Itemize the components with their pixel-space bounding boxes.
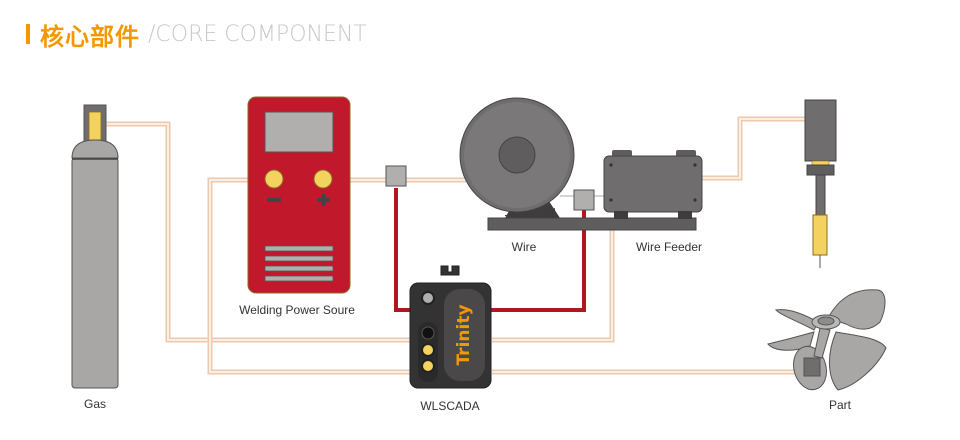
hose-scada-to-feeder (492, 226, 615, 343)
cable-scada-to-feeder (490, 210, 586, 312)
hose-feeder-to-torch (700, 116, 806, 181)
base-plate (487, 217, 697, 231)
reel-hub (498, 136, 536, 174)
wire-junction-box (573, 189, 595, 211)
wire-reel (459, 97, 575, 218)
wire-feeder-label: Wire Feeder (636, 240, 702, 254)
welding-torch (804, 99, 837, 268)
power-source-label: Welding Power Soure (239, 303, 355, 317)
brand-logo: Trinity (454, 304, 474, 365)
junction-box (385, 165, 407, 187)
gas-label: Gas (84, 397, 106, 411)
wlscada-device: Trinity (409, 265, 492, 389)
torch-nozzle (812, 214, 828, 256)
part-propeller (767, 289, 887, 391)
wire-feeder (603, 150, 703, 219)
accent-bar (26, 24, 30, 44)
section-title-en: /CORE COMPONENT (148, 21, 367, 47)
power-cables (394, 188, 586, 312)
scada-port-2 (421, 359, 435, 373)
cable-junction-to-scada (394, 188, 412, 312)
terminal-plus (313, 169, 333, 189)
section-title-cn: 核心部件 (40, 22, 140, 51)
welding-power-source (247, 96, 351, 294)
minus-icon (267, 198, 281, 202)
cylinder-body (71, 157, 119, 389)
wlscada-label: WLSCADA (420, 399, 479, 413)
wire-label: Wire (512, 240, 537, 254)
gas-cylinder (71, 104, 119, 389)
cylinder-valve (88, 111, 102, 141)
vent-slots (264, 245, 334, 282)
scada-port-1 (421, 343, 435, 357)
section-header: 核心部件 /CORE COMPONENT (26, 18, 367, 51)
part-label: Part (829, 398, 852, 412)
power-display (264, 111, 334, 153)
plus-icon (317, 194, 330, 206)
gas-hoses (106, 116, 806, 375)
terminal-minus (264, 169, 284, 189)
